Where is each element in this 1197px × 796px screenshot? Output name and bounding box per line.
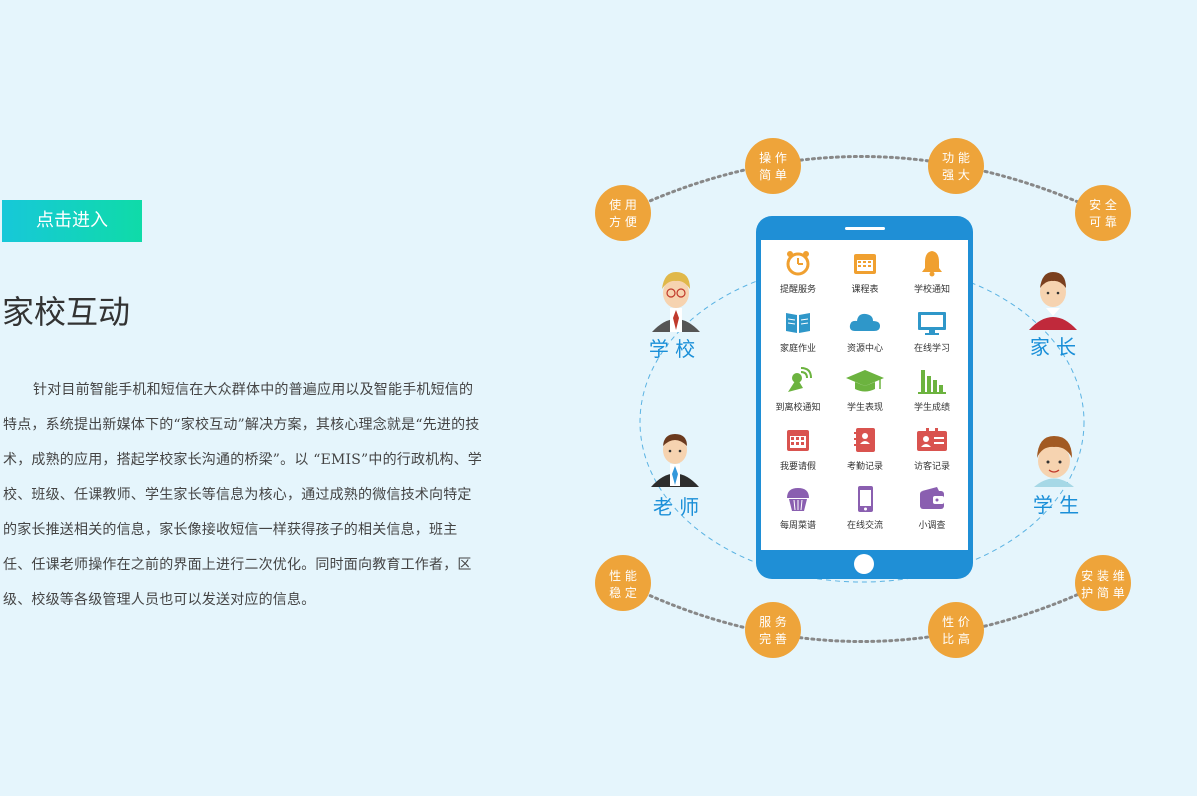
app-attendance-record[interactable]: 考勤记录 [832,423,898,481]
bell-icon [922,251,942,277]
role-label-school: 学 校 [649,337,695,361]
app-arrival-departure[interactable]: 到离校通知 [765,364,831,422]
graduation-cap-icon [846,370,884,392]
app-survey[interactable]: 小调查 [899,482,965,540]
feature-circle-easy-install: 安 装 维 护 简 单 [1075,555,1131,611]
enter-button[interactable]: 点击进入 [2,200,142,242]
app-homework[interactable]: 家庭作业 [765,305,831,363]
svg-text:服 务: 服 务 [759,614,787,629]
mobile-icon [858,486,873,512]
notebook-icon [854,428,875,452]
svg-text:方 便: 方 便 [609,214,637,229]
calendar-grid-icon [787,430,809,451]
role-label-student: 学 生 [1033,493,1079,517]
alarm-clock-icon [786,251,810,276]
student-avatar [1034,436,1074,487]
app-weekly-menu[interactable]: 每周菜谱 [765,482,831,540]
phone-home-button [854,554,874,574]
svg-text:比 高: 比 高 [942,631,970,646]
phone-mockup: 提醒服务 课程表 学校通知 家庭作业 资源中心 在线学习 [756,216,973,579]
school-avatar [652,272,700,332]
feature-circle-secure: 安 全 可 靠 [1075,185,1131,241]
app-online-chat[interactable]: 在线交流 [832,482,898,540]
feature-circle-easy-use: 使 用 方 便 [595,185,651,241]
app-timetable[interactable]: 课程表 [832,246,898,304]
feature-circle-simple-operation: 操 作 简 单 [745,138,801,194]
cloud-icon [849,313,880,331]
svg-text:安 装 维: 安 装 维 [1081,568,1125,583]
app-online-learning[interactable]: 在线学习 [899,305,965,363]
orbit-ellipse [639,261,1085,583]
feature-circle-stable: 性 能 稳 定 [595,555,651,611]
svg-text:安 全: 安 全 [1089,197,1117,212]
svg-text:功 能: 功 能 [942,151,970,165]
app-resource-center[interactable]: 资源中心 [832,305,898,363]
svg-text:稳 定: 稳 定 [609,585,637,600]
app-leave-request[interactable]: 我要请假 [765,423,831,481]
book-icon [786,313,810,333]
wallet-icon [920,487,944,509]
feature-circle-service: 服 务 完 善 [745,602,801,658]
page-title: 家校互动 [2,293,131,331]
role-label-parent: 家 长 [1030,335,1076,359]
calendar-icon [854,254,876,274]
cupcake-icon [787,488,809,511]
satellite-icon [788,367,812,392]
svg-text:操 作: 操 作 [759,150,787,165]
app-student-grades[interactable]: 学生成绩 [899,364,965,422]
svg-text:性 价: 性 价 [942,615,970,629]
top-dotted-arc [621,155,1105,215]
role-label-teacher: 老 师 [653,495,699,519]
app-visitor-record[interactable]: 访客记录 [899,423,965,481]
svg-text:使 用: 使 用 [609,197,637,212]
phone-speaker [845,227,885,230]
feature-circle-powerful: 功 能 强 大 [928,138,984,194]
id-card-icon [917,428,947,451]
parent-avatar [1029,272,1077,330]
monitor-icon [918,312,946,335]
app-reminder[interactable]: 提醒服务 [765,246,831,304]
feature-circle-cost-effective: 性 价 比 高 [928,602,984,658]
svg-text:简 单: 简 单 [759,168,787,182]
svg-text:护 简 单: 护 简 单 [1081,586,1125,600]
svg-text:强 大: 强 大 [942,168,970,182]
phone-screen: 提醒服务 课程表 学校通知 家庭作业 资源中心 在线学习 [761,240,968,550]
teacher-avatar [651,434,699,487]
svg-text:性 能: 性 能 [609,569,637,583]
bottom-dotted-arc [621,581,1105,643]
app-school-notice[interactable]: 学校通知 [899,246,965,304]
svg-text:可 靠: 可 靠 [1089,215,1117,229]
bar-chart-icon [918,370,946,394]
description-text: 针对目前智能手机和短信在大众群体中的普遍应用以及智能手机短信的特点，系统提出新媒… [3,382,482,608]
app-student-performance[interactable]: 学生表现 [832,364,898,422]
svg-text:完 善: 完 善 [759,631,787,646]
